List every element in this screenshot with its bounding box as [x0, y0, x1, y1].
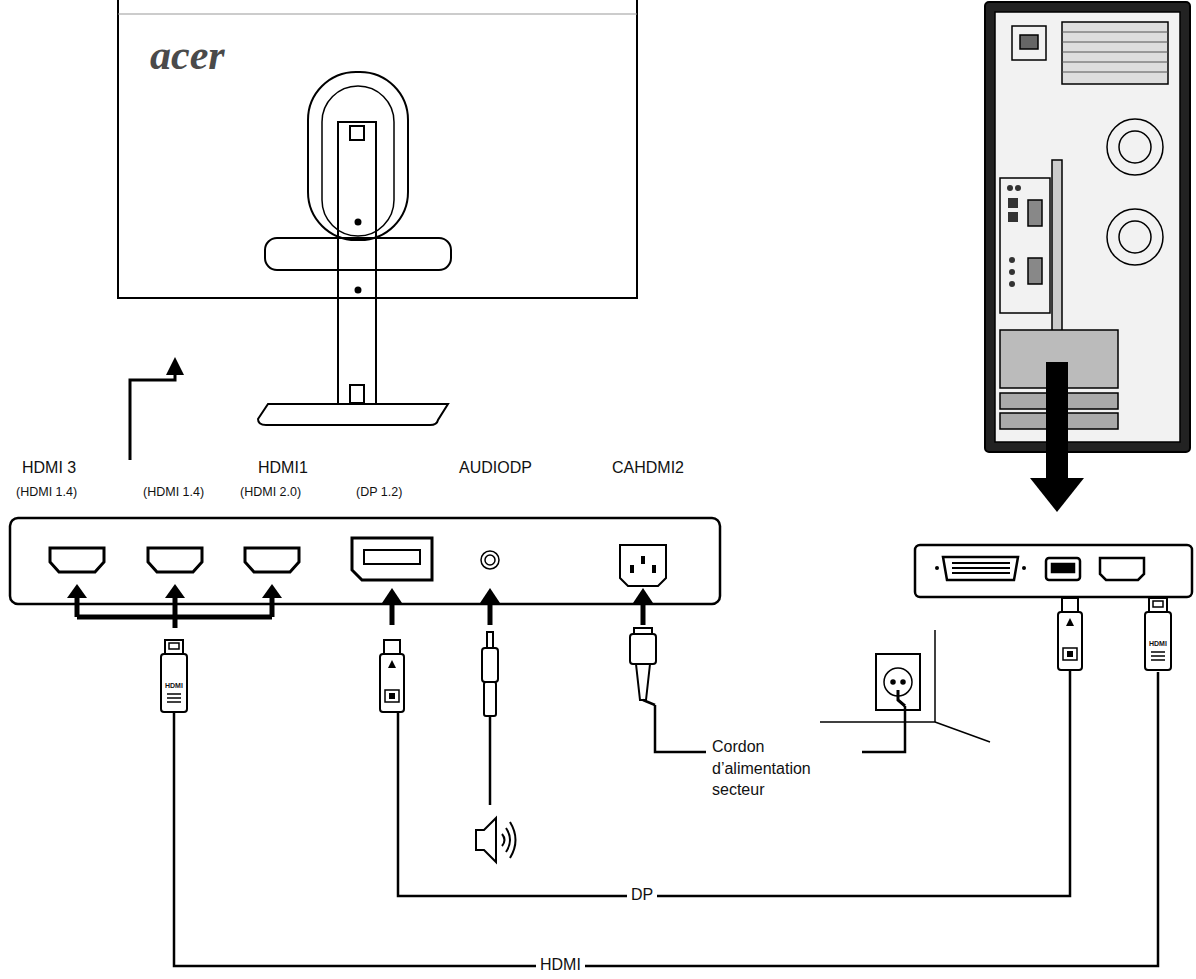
port-name: CAHDMI2 — [612, 458, 684, 477]
port-version: (HDMI 1.4) — [143, 485, 204, 500]
cable-label: HDMI — [536, 955, 585, 974]
cable-label: Cordon d’alimentation secteur — [712, 736, 852, 801]
port-version: (HDMI 1.4) — [16, 485, 77, 500]
plug-label: HDMI — [165, 682, 183, 690]
port-version: (HDMI 2.0) — [240, 485, 301, 500]
port-name: HDMI1 — [258, 458, 308, 477]
port-version: (DP 1.2) — [356, 485, 402, 500]
port-name: AUDIODP — [459, 458, 532, 477]
brand-logo: acer — [150, 30, 225, 80]
port-name: HDMI 3 — [22, 458, 76, 477]
cable-label: DP — [627, 885, 657, 904]
plug-label: HDMI — [1149, 640, 1167, 648]
